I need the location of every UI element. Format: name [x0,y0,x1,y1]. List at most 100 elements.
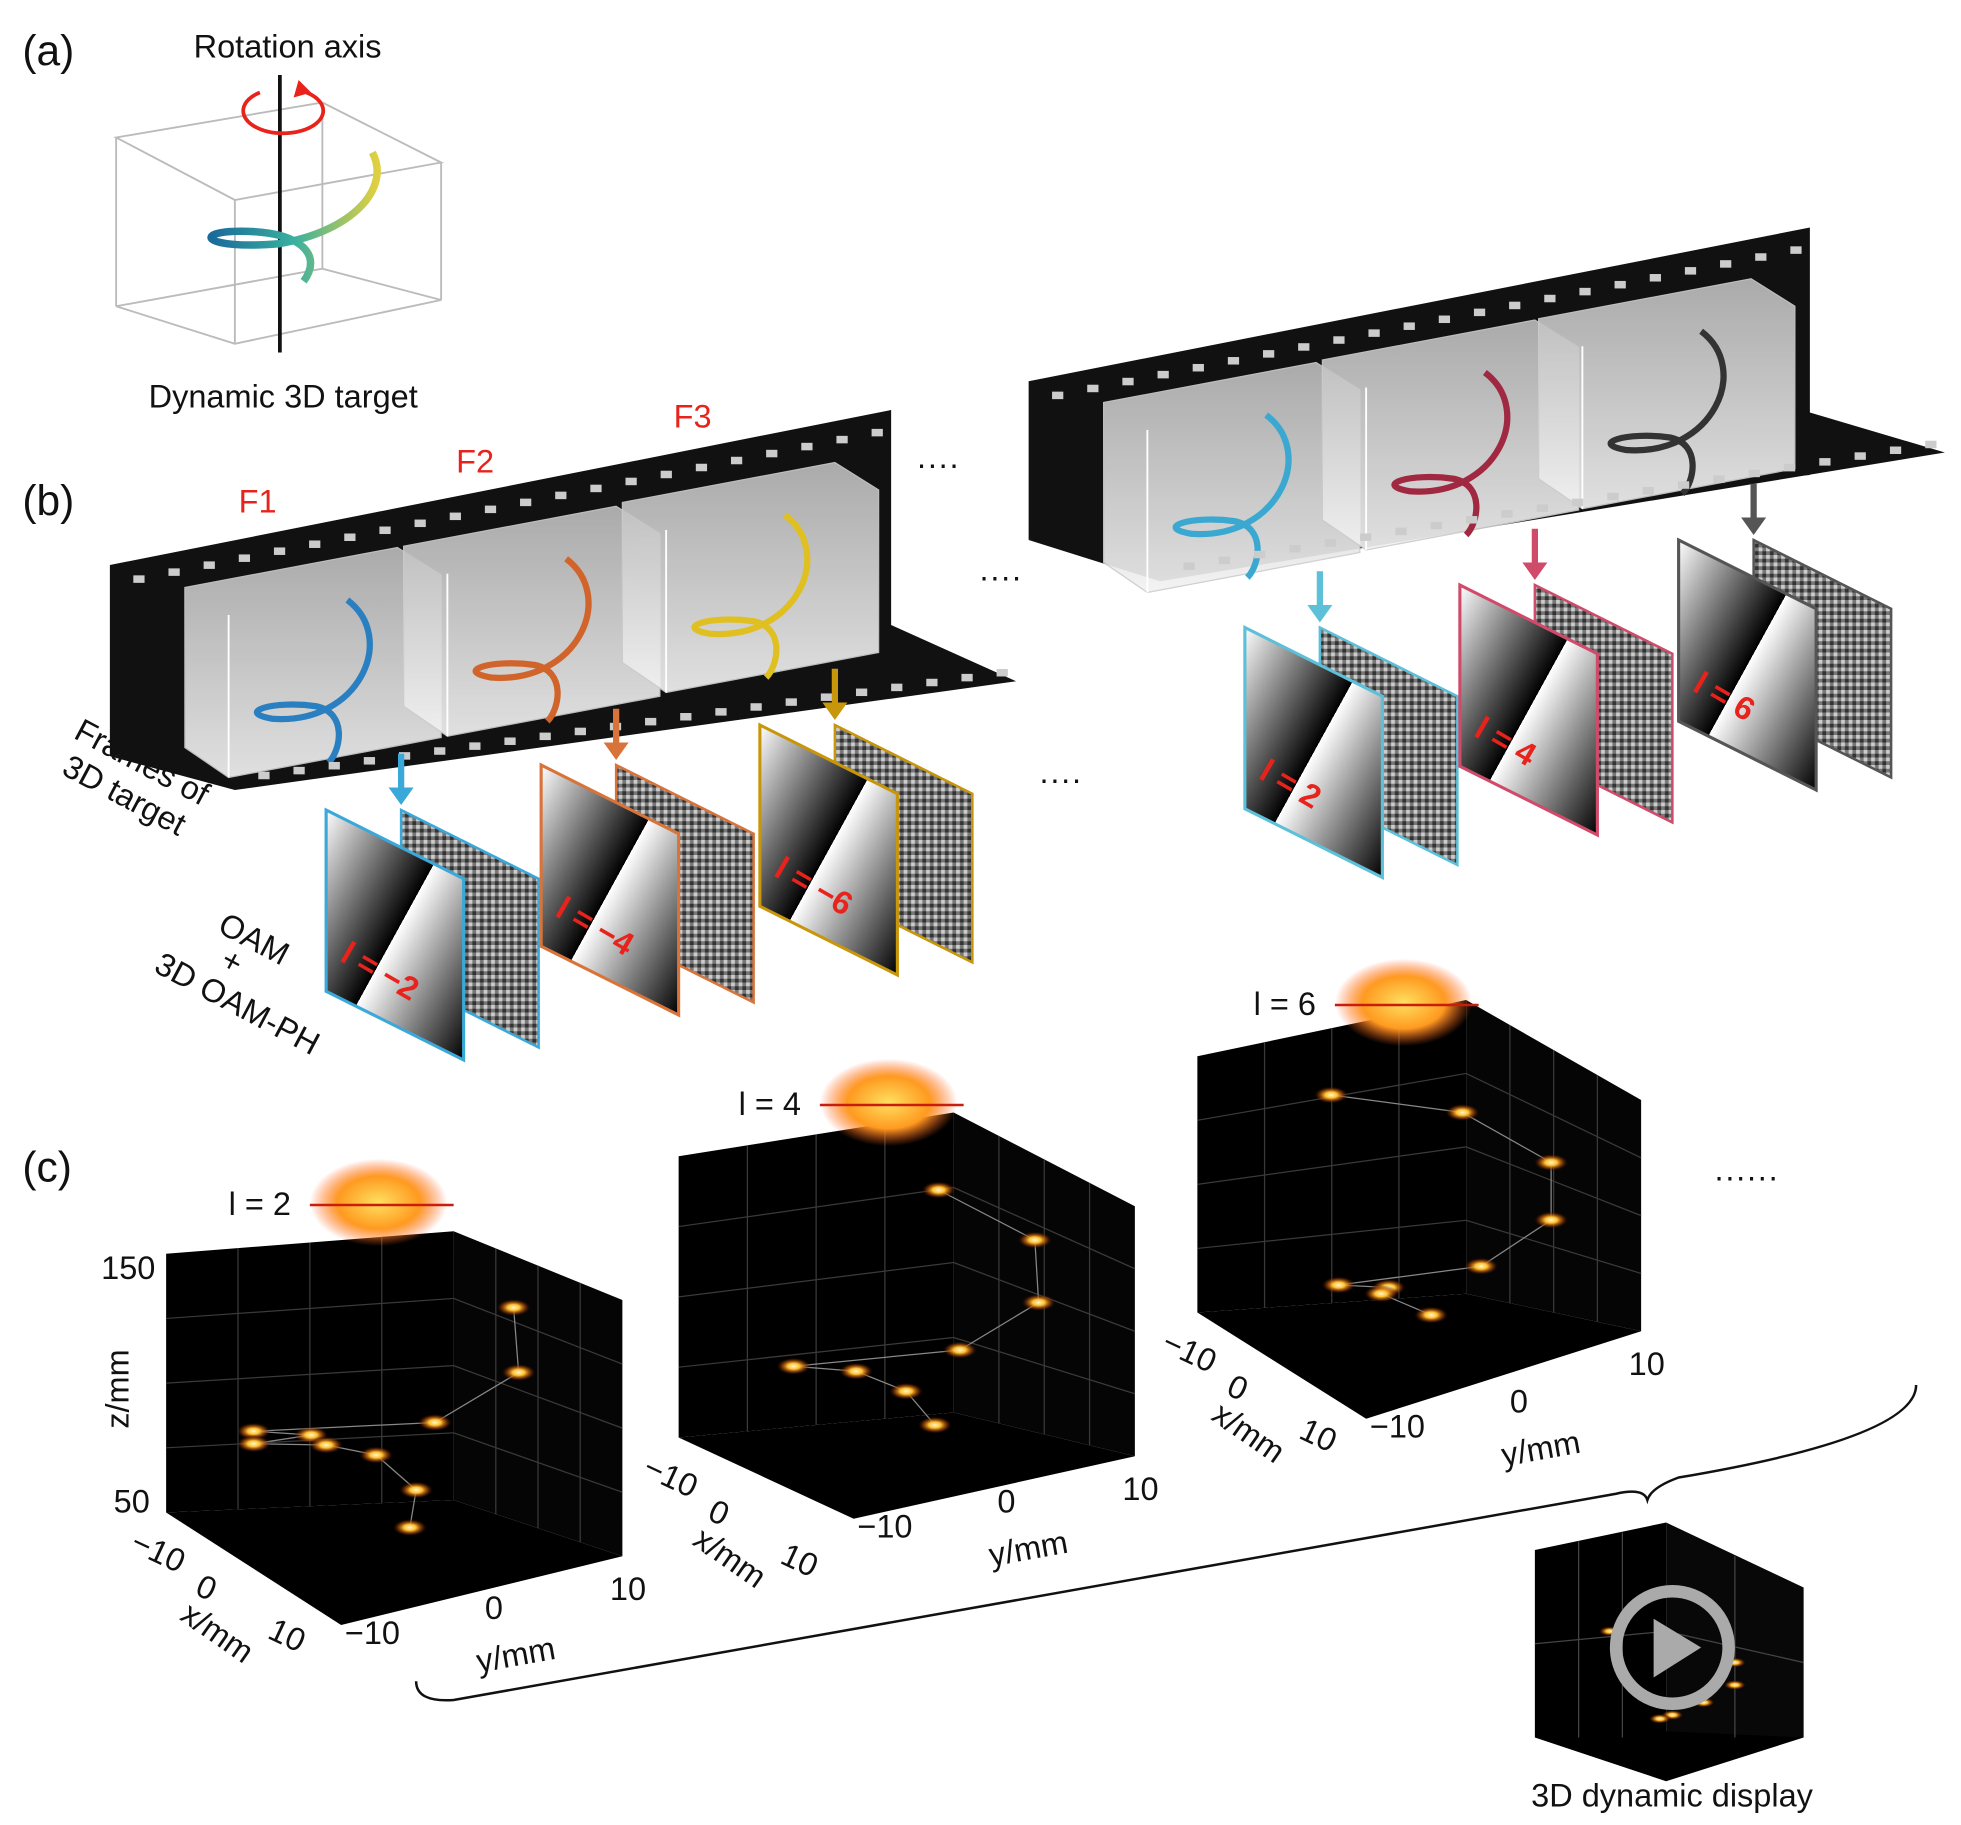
play-icon[interactable] [1609,1585,1735,1710]
sprocket-hole [1192,363,1204,372]
sprocket-hole [273,547,286,555]
sprocket-hole [1157,370,1169,379]
sprocket-hole [1854,452,1866,460]
dynamic-target-caption: Dynamic 3D target [149,379,418,415]
sprocket-hole [1298,343,1310,351]
sprocket-hole [1748,469,1760,478]
focal-spot [1021,1293,1057,1312]
sprocket-hole [645,717,657,726]
ellipsis: ···· [1039,761,1082,797]
film-strip-2 [1028,227,1945,594]
sprocket-hole [363,757,376,765]
sprocket-hole [328,761,340,770]
helix-target [1172,412,1292,580]
sprocket-hole [1333,336,1345,344]
oam-hologram-pair: l = −6 [758,668,974,978]
sprocket-hole [766,449,778,458]
sprocket-hole [625,477,637,486]
sprocket-hole [750,703,762,711]
y-axis-label: y/mm [986,1524,1070,1573]
arrowhead-icon [293,80,312,98]
focal-spot [1363,1285,1399,1303]
sprocket-hole [1360,533,1372,541]
sprocket-hole [820,693,833,701]
sprocket-hole [379,526,391,535]
sprocket-hole [168,568,180,576]
y-tick: −10 [1370,1409,1425,1445]
sprocket-hole [434,747,446,755]
sprocket-hole [1572,498,1584,507]
down-arrow-icon [822,702,848,720]
sprocket-hole [1227,357,1240,365]
rotation-arrow-icon [241,88,326,136]
z-axis-label: z/mm [100,1349,136,1428]
spiral-phase-plate [324,807,466,1063]
sprocket-hole [1509,301,1521,310]
focal-spot [1648,1713,1672,1724]
sprocket-hole [1889,446,1902,455]
sprocket-hole [1501,510,1513,518]
down-arrow-icon [603,742,629,760]
sprocket-hole [1819,458,1831,466]
sprocket-hole [293,766,305,775]
sprocket-hole [539,732,551,741]
focal-spot [838,1362,874,1380]
helix-target [1391,370,1511,538]
x-tick: −10 [126,1524,191,1580]
topological-charge-label: l = 2 [229,1186,291,1222]
sprocket-hole [590,484,602,493]
sprocket-hole [801,442,813,451]
down-arrow-icon [1307,605,1333,623]
oam-hologram-pair: l = −2 [324,753,540,1063]
sprocket-hole [961,673,973,682]
sprocket-hole [1263,350,1275,358]
sprocket-hole [555,491,567,500]
sprocket-hole [660,470,672,479]
x-tick: 10 [263,1611,311,1659]
focal-spot [1723,1680,1747,1690]
trajectory-line [253,1307,520,1528]
sprocket-hole [1790,246,1802,254]
target-frame-cube [621,461,880,694]
target-frame-cube [1321,319,1580,551]
sprocket-hole [1430,521,1442,530]
sprocket-hole [1254,550,1266,559]
focal-spot [921,1181,957,1199]
sprocket-hole [238,554,251,562]
wireframe-cube [113,101,445,345]
focal-spot [942,1341,978,1359]
frame-label-f3: F3 [674,399,712,435]
sprocket-hole [891,683,903,692]
sprocket-hole [1684,267,1697,275]
sprocket-hole [1713,475,1725,483]
panel-a-label: (a) [22,28,74,75]
x-tick: −10 [638,1449,703,1505]
sprocket-hole [1536,504,1548,512]
sprocket-hole [785,698,797,706]
sprocket-hole [1473,308,1486,317]
sprocket-hole [398,752,411,760]
panel-b: (b) F1 F2 F3 ···· ···· ···· l = −2l = −4… [22,227,1945,1063]
sprocket-hole [309,540,321,548]
panel-b-label: (b) [22,478,74,525]
y-tick: −10 [345,1615,400,1651]
spiral-phase-plate [539,762,681,1018]
ellipsis: ······ [1714,1159,1779,1195]
sprocket-hole [1614,280,1626,289]
spiral-phase-plate [1243,624,1384,881]
oam-hologram-pair: l = −4 [539,708,755,1018]
oam-hologram-pair: l = 4 [1458,528,1674,838]
sprocket-hole [715,708,727,716]
sprocket-hole [1466,516,1478,524]
down-arrow-icon [1522,562,1548,580]
topological-charge-label: l = 6 [1254,986,1316,1022]
y-tick: −10 [857,1509,912,1545]
sprocket-hole [258,771,270,780]
z-tick: 50 [114,1484,150,1520]
oam-beam-icon [1334,958,1473,1047]
focal-spot [1533,1211,1569,1229]
sprocket-hole [469,742,481,750]
focal-spot [1444,1103,1480,1122]
spiral-phase-plate [1677,537,1818,793]
